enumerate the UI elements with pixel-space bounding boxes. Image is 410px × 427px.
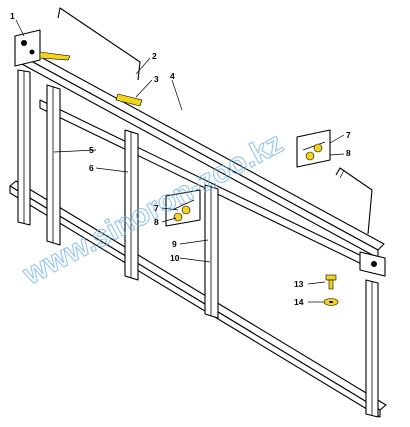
callout-7-upper: 7 xyxy=(346,130,351,140)
callout-14: 14 xyxy=(294,297,304,307)
leader-lines xyxy=(15,19,345,303)
callout-8-middle: 8 xyxy=(154,217,159,227)
callout-1: 1 xyxy=(10,11,15,21)
handle-bar xyxy=(57,7,141,81)
callout-8-upper: 8 xyxy=(346,148,351,158)
callout-10: 10 xyxy=(170,253,180,263)
post-right xyxy=(365,279,379,418)
callout-7-middle: 7 xyxy=(154,203,159,213)
callout-4: 4 xyxy=(170,71,175,81)
callout-6: 6 xyxy=(89,163,94,173)
callout-9: 9 xyxy=(172,239,177,249)
callout-13: 13 xyxy=(294,279,304,289)
bolt-kit-middle xyxy=(165,189,201,227)
post-5 xyxy=(46,84,61,246)
callout-5: 5 xyxy=(89,145,94,155)
post-6 xyxy=(124,129,139,281)
mount-plate-right xyxy=(359,251,386,277)
bottom-rail xyxy=(9,180,387,418)
handle-bar-right xyxy=(335,167,373,235)
callout-3: 3 xyxy=(154,74,159,84)
mount-plate-left xyxy=(14,29,71,67)
post-9 xyxy=(204,184,219,319)
bolt-kit-upper xyxy=(296,129,331,168)
top-rail xyxy=(19,48,385,269)
callout-labels: 1 2 3 4 5 6 7 8 9 10 7 8 13 14 xyxy=(10,11,351,307)
post-far-left xyxy=(17,69,31,226)
washer-14 xyxy=(323,298,339,306)
bolt-13 xyxy=(325,274,337,290)
bracket-3 xyxy=(115,93,143,107)
callout-2: 2 xyxy=(152,51,157,61)
